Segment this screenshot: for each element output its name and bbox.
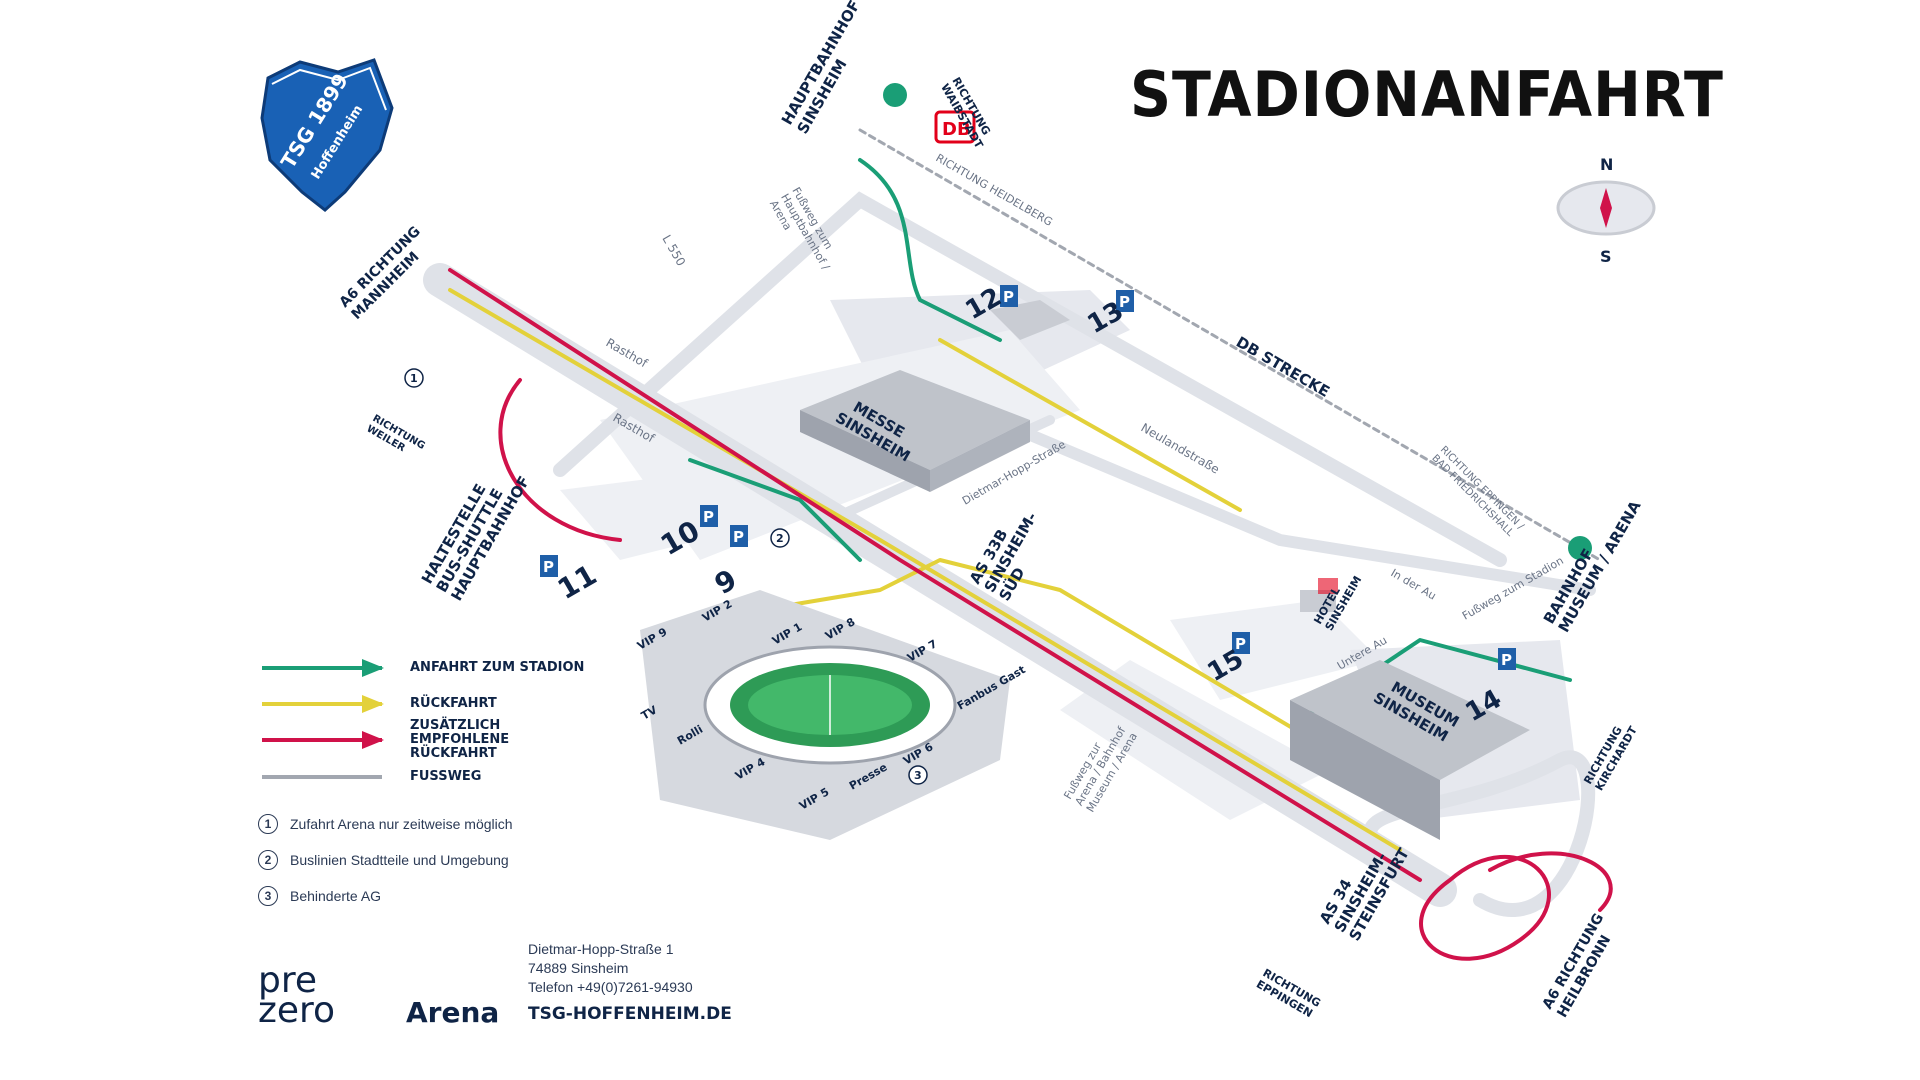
club-crest: TSG 1899 Hoffenheim xyxy=(260,58,394,212)
messe-building xyxy=(800,370,1030,470)
svg-text:RICHTUNGWEILER: RICHTUNGWEILER xyxy=(365,413,427,462)
svg-text:HALTESTELLEBUS-SHUTTLEHAUPTBAH: HALTESTELLEBUS-SHUTTLEHAUPTBAHNHOF xyxy=(418,456,533,604)
route-rueckfahrt-2 xyxy=(938,338,1242,512)
svg-text:RICHTUNGEPPINGEN: RICHTUNGEPPINGEN xyxy=(1254,966,1323,1021)
svg-text:P: P xyxy=(703,508,714,526)
legend-swatch-rueckfahrt xyxy=(262,695,384,713)
svg-text:P: P xyxy=(1119,293,1130,311)
legend-swatch-zusaetzlich xyxy=(262,731,384,749)
arena-logo-text: Arena xyxy=(406,996,500,1029)
route-zusaetzlich xyxy=(448,268,1422,882)
svg-text:P: P xyxy=(543,558,554,576)
svg-text:P: P xyxy=(1501,651,1512,669)
svg-text:RICHTUNG HEIDELBERG: RICHTUNG HEIDELBERG xyxy=(934,151,1055,229)
svg-text:2: 2 xyxy=(776,532,784,545)
route-zusaetzlich-2 xyxy=(498,378,622,542)
hall-12 xyxy=(990,300,1070,340)
legend-item-rueckfahrt: RÜCKFAHRT xyxy=(262,692,497,716)
legend-swatch-fussweg xyxy=(262,775,382,779)
page-title: STADIONANFAHRT xyxy=(1130,58,1724,131)
parking-9: 9 xyxy=(709,563,742,601)
svg-text:P: P xyxy=(733,528,744,546)
route-lines xyxy=(448,158,1613,961)
svg-text:P: P xyxy=(1235,635,1246,653)
address-block: Dietmar-Hopp-Straße 1 74889 Sinsheim Tel… xyxy=(528,941,693,995)
legend-item-anfahrt: ANFAHRT ZUM STADION xyxy=(262,656,584,680)
legend-item-zusaetzlich: ZUSÄTZLICH EMPFOHLENE RÜCKFAHRT xyxy=(262,719,580,761)
svg-text:Neulandstraße: Neulandstraße xyxy=(1139,420,1222,476)
route-anfahrt xyxy=(858,158,1002,342)
route-zusaetzlich-loop xyxy=(1419,854,1551,961)
legend-item-fussweg: FUSSWEG xyxy=(262,765,481,789)
route-zusaetzlich-loop-2 xyxy=(1488,851,1613,912)
legend-swatch-anfahrt xyxy=(262,659,384,677)
l550-road xyxy=(553,191,1507,567)
db-logo: DB xyxy=(883,83,1592,560)
svg-text:L 550: L 550 xyxy=(659,233,688,269)
numbered-markers: 1 2 3 xyxy=(404,368,928,785)
svg-text:P: P xyxy=(1003,288,1014,306)
compass: N S xyxy=(1556,155,1656,266)
parking-11: 11 xyxy=(552,558,602,606)
svg-text:RICHTUNGKIRCHARDT: RICHTUNGKIRCHARDT xyxy=(1581,717,1640,793)
route-rueckfahrt-3 xyxy=(758,558,1382,782)
museum-building xyxy=(1290,660,1530,780)
svg-text:A6 RICHTUNGHEILBRONN: A6 RICHTUNGHEILBRONN xyxy=(1540,911,1622,1021)
compass-south: S xyxy=(1600,247,1612,266)
svg-text:1: 1 xyxy=(410,372,418,385)
svg-text:In der Au: In der Au xyxy=(1389,566,1439,602)
compass-north: N xyxy=(1600,155,1613,174)
svg-text:A6 RICHTUNGMANNHEIM: A6 RICHTUNGMANNHEIM xyxy=(337,223,436,322)
db-track xyxy=(858,128,1602,562)
hotel-building xyxy=(1300,590,1336,612)
route-anfahrt-2 xyxy=(688,458,862,562)
svg-text:HAUPTBAHNHOFSINSHEIM: HAUPTBAHNHOFSINSHEIM xyxy=(778,0,880,137)
prezero-logo: pre zero xyxy=(258,960,336,1031)
svg-text:DB STRECKE: DB STRECKE xyxy=(1233,333,1333,401)
svg-text:DB: DB xyxy=(942,119,971,140)
svg-text:AS 33BSINSHEIM-SÜD: AS 33BSINSHEIM-SÜD xyxy=(966,501,1056,604)
buildings xyxy=(800,300,1530,840)
website-link[interactable]: TSG-HOFFENHEIM.DE xyxy=(528,1004,732,1024)
map-labels: HAUPTBAHNHOFSINSHEIM RICHTUNGWAIBSTADT R… xyxy=(337,0,1645,1021)
stadium-complex xyxy=(640,590,1010,840)
svg-text:3: 3 xyxy=(914,769,922,782)
route-rueckfahrt xyxy=(448,288,1402,852)
